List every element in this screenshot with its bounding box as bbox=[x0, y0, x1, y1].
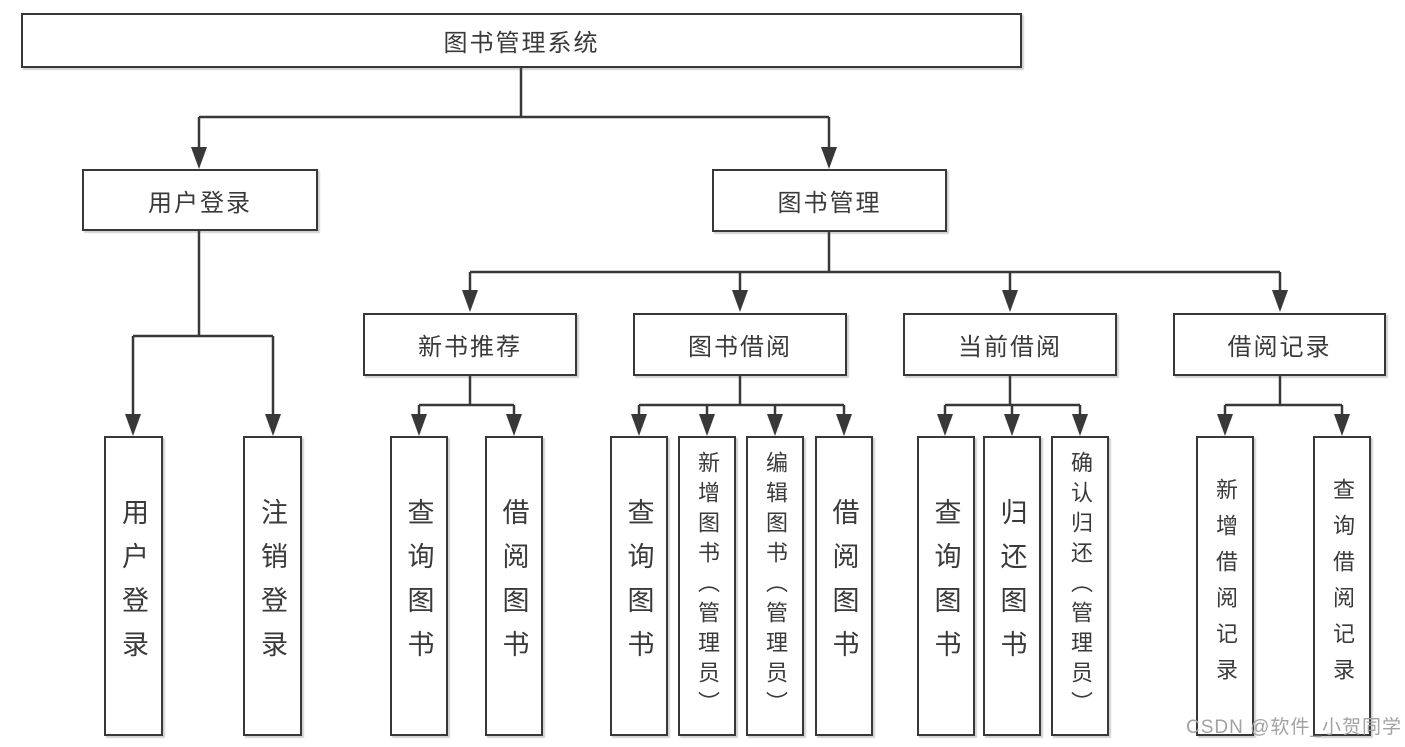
node-borrowing-records-label: 借阅记录 bbox=[1227, 334, 1332, 361]
leaf-logout-label: 注销登录 bbox=[257, 498, 287, 674]
leaf-query-books-3-label: 查询图书 bbox=[930, 498, 961, 674]
leaf-return-books-label: 归还图书 bbox=[996, 498, 1027, 674]
leaf-confirm-return-admin-label: 确认归还（管理员） bbox=[1068, 451, 1093, 721]
leaf-edit-book-admin: 编辑图书（管理员） bbox=[746, 436, 804, 736]
leaf-query-borrow-record: 查询借阅记录 bbox=[1313, 436, 1371, 736]
leaf-query-books-2-label: 查询图书 bbox=[623, 498, 654, 674]
leaf-query-books-1-label: 查询图书 bbox=[403, 498, 434, 674]
leaf-borrow-books-1-label: 借阅图书 bbox=[498, 498, 529, 674]
node-root: 图书管理系统 bbox=[21, 13, 1022, 68]
leaf-add-borrow-record: 新增借阅记录 bbox=[1196, 436, 1254, 736]
node-root-label: 图书管理系统 bbox=[443, 30, 600, 57]
node-current-borrowing: 当前借阅 bbox=[903, 313, 1117, 376]
leaf-return-books: 归还图书 bbox=[983, 436, 1041, 736]
node-book-borrowing: 图书借阅 bbox=[633, 313, 847, 376]
leaf-borrow-books-1: 借阅图书 bbox=[485, 436, 543, 736]
node-new-book-recommend: 新书推荐 bbox=[363, 313, 577, 376]
leaf-query-books-2: 查询图书 bbox=[610, 436, 668, 736]
leaf-add-book-admin-label: 新增图书（管理员） bbox=[695, 451, 720, 721]
leaf-borrow-books-2: 借阅图书 bbox=[815, 436, 873, 736]
node-new-book-recommend-label: 新书推荐 bbox=[418, 334, 522, 361]
leaf-query-books-1: 查询图书 bbox=[390, 436, 448, 736]
node-book-management-label: 图书管理 bbox=[777, 190, 882, 217]
node-borrowing-records: 借阅记录 bbox=[1173, 313, 1386, 376]
leaf-query-books-3: 查询图书 bbox=[917, 436, 975, 736]
node-current-borrowing-label: 当前借阅 bbox=[958, 334, 1062, 361]
node-user-login: 用户登录 bbox=[82, 169, 318, 231]
leaf-user-login: 用户登录 bbox=[104, 436, 163, 736]
leaf-add-book-admin: 新增图书（管理员） bbox=[678, 436, 736, 736]
leaf-query-borrow-record-label: 查询借阅记录 bbox=[1330, 478, 1355, 694]
node-book-management: 图书管理 bbox=[712, 169, 947, 232]
node-book-borrowing-label: 图书借阅 bbox=[688, 334, 792, 361]
leaf-add-borrow-record-label: 新增借阅记录 bbox=[1213, 478, 1238, 694]
node-user-login-label: 用户登录 bbox=[148, 189, 252, 217]
leaf-logout: 注销登录 bbox=[243, 436, 302, 736]
leaf-user-login-label: 用户登录 bbox=[118, 498, 148, 674]
leaf-edit-book-admin-label: 编辑图书（管理员） bbox=[763, 451, 788, 721]
arrowhead-icons bbox=[125, 147, 1350, 436]
leaf-confirm-return-admin: 确认归还（管理员） bbox=[1051, 436, 1109, 736]
watermark-text: CSDN @软件_小贺同学 bbox=[1186, 717, 1402, 738]
leaf-borrow-books-2-label: 借阅图书 bbox=[828, 498, 859, 674]
